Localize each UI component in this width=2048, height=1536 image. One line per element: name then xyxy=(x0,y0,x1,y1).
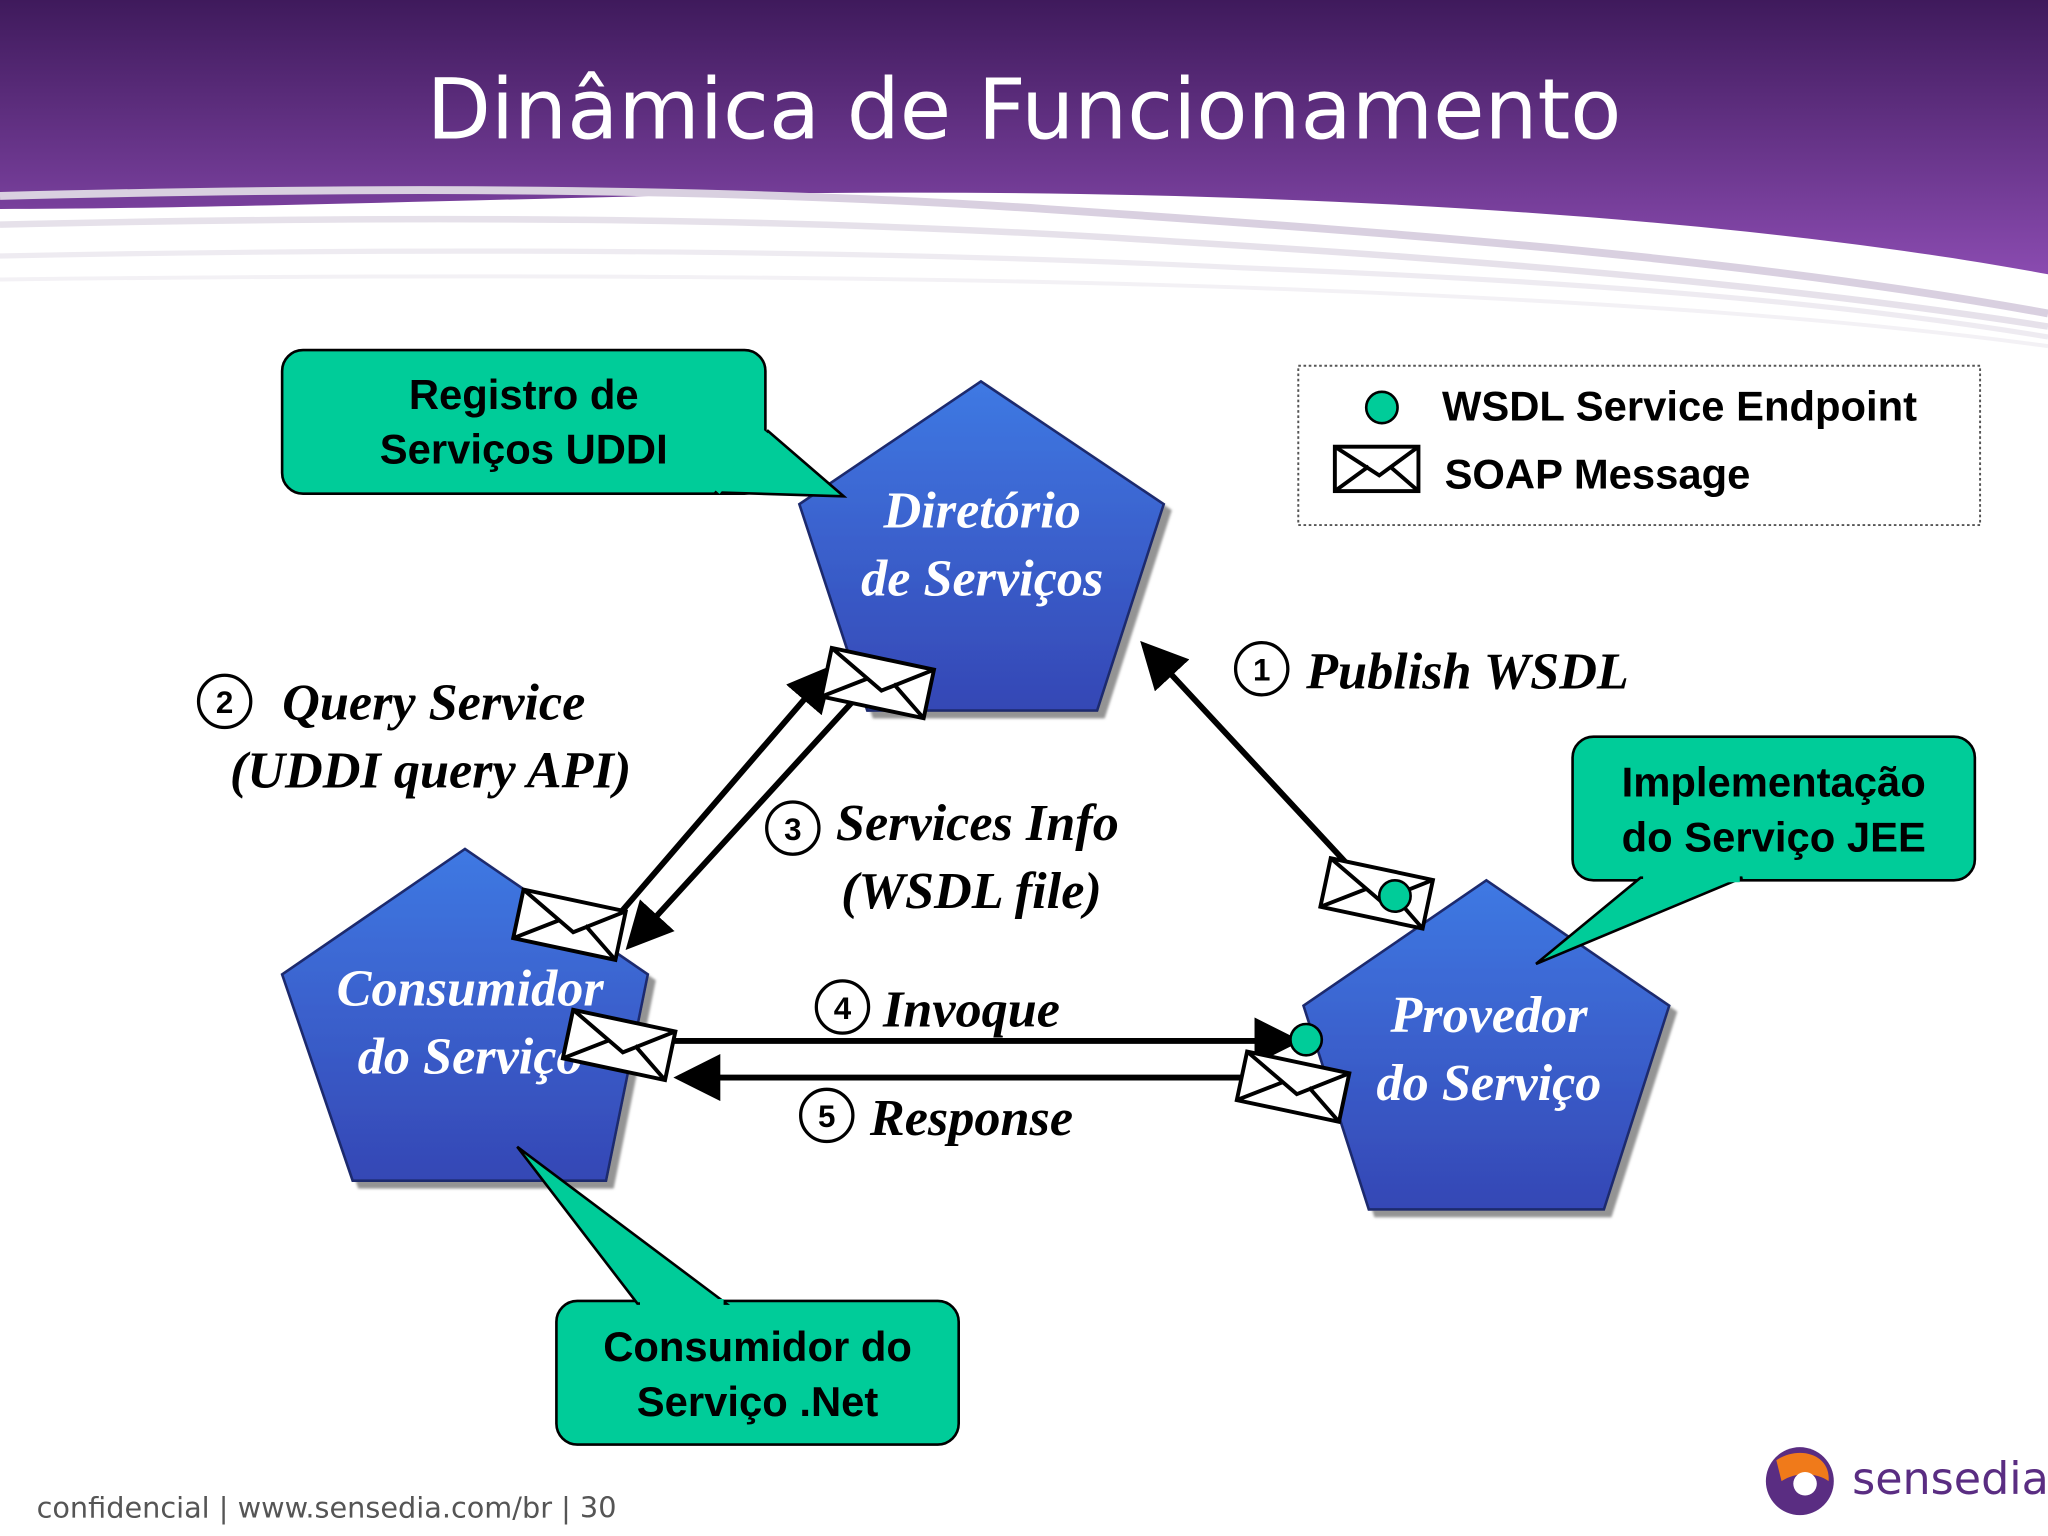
header-band xyxy=(0,0,2048,349)
step-5-number: 5 xyxy=(818,1099,835,1134)
envelope-icon xyxy=(510,887,629,963)
legend-envelope-icon xyxy=(1332,444,1421,494)
step-2-line1: Query Service xyxy=(282,674,585,732)
services-info-arrow xyxy=(625,700,854,950)
page-title: Dinâmica de Funcionamento xyxy=(427,60,1622,158)
endpoint-dot-icon xyxy=(1289,1022,1324,1057)
brand-wordmark: sensedia xyxy=(1852,1454,2048,1505)
step-1-number: 1 xyxy=(1253,652,1270,687)
step-3: 3 Services Info (WSDL file) xyxy=(765,794,1119,920)
callout-consumer-net-line2: Serviço .Net xyxy=(637,1378,879,1425)
envelope-icon xyxy=(1318,855,1436,931)
step-3-line2: (WSDL file) xyxy=(841,862,1102,920)
callout-registry: Registro de Serviços UDDI xyxy=(280,348,848,498)
step-1-line1: Publish WSDL xyxy=(1305,642,1629,700)
step-number-badge xyxy=(765,800,821,856)
envelope-icon xyxy=(560,1007,678,1083)
callout-registry-line1: Registro de xyxy=(409,371,639,418)
step-2-number: 2 xyxy=(216,685,233,720)
step-2-line2: (UDDI query API) xyxy=(230,742,631,800)
endpoint-dot-icon xyxy=(1377,879,1412,913)
step-5-line1: Response xyxy=(869,1089,1073,1147)
node-directory: Diretório de Serviços xyxy=(797,379,1166,712)
node-consumer-line2: do Serviço xyxy=(358,1028,583,1086)
step-number-badge xyxy=(814,979,871,1035)
step-2: 2 Query Service (UDDI query API) xyxy=(196,673,631,800)
publish-arrow xyxy=(1140,640,1348,865)
callout-provider-impl-line1: Implementação xyxy=(1622,759,1926,806)
node-provider-line2: do Serviço xyxy=(1377,1054,1602,1112)
step-4-line1: Invoque xyxy=(882,981,1060,1039)
envelope-icon xyxy=(1234,1049,1352,1125)
callout-provider-impl-line2: do Serviço JEE xyxy=(1622,814,1926,861)
callout-provider-impl: Implementação do Serviço JEE xyxy=(1535,735,1977,966)
envelope-icon xyxy=(819,645,937,721)
sensedia-logo-icon xyxy=(1765,1447,1834,1516)
step-4-number: 4 xyxy=(834,991,852,1026)
node-directory-line1: Diretório xyxy=(883,482,1081,540)
step-3-number: 3 xyxy=(784,812,801,847)
node-directory-line2: de Serviços xyxy=(861,550,1103,608)
step-number-badge xyxy=(1233,640,1290,697)
query-arrow xyxy=(609,664,835,926)
step-4: 4 Invoque xyxy=(814,979,1060,1039)
step-number-badge xyxy=(196,673,253,730)
legend-endpoint-label: WSDL Service Endpoint xyxy=(1442,383,1917,430)
legend-message-label: SOAP Message xyxy=(1445,450,1751,497)
arrows xyxy=(609,640,1348,1102)
callout-consumer-net-line1: Consumidor do xyxy=(603,1323,912,1370)
footer-text: confidencial | www.sensedia.com/br | 30 xyxy=(37,1491,617,1525)
callout-registry-line2: Serviços UDDI xyxy=(380,426,668,473)
node-provider: Provedor do Serviço xyxy=(1301,878,1671,1211)
node-consumer-line1: Consumidor xyxy=(337,960,605,1018)
legend-endpoint-icon xyxy=(1364,390,1399,425)
step-number-badge xyxy=(799,1087,855,1144)
node-provider-line1: Provedor xyxy=(1389,986,1588,1044)
step-1: 1 Publish WSDL xyxy=(1233,640,1629,700)
callout-consumer-net: Consumidor do Serviço .Net xyxy=(516,1145,960,1446)
step-3-line1: Services Info xyxy=(836,794,1119,852)
legend: WSDL Service Endpoint SOAP Message xyxy=(1297,364,1982,527)
step-5: 5 Response xyxy=(799,1087,1073,1147)
